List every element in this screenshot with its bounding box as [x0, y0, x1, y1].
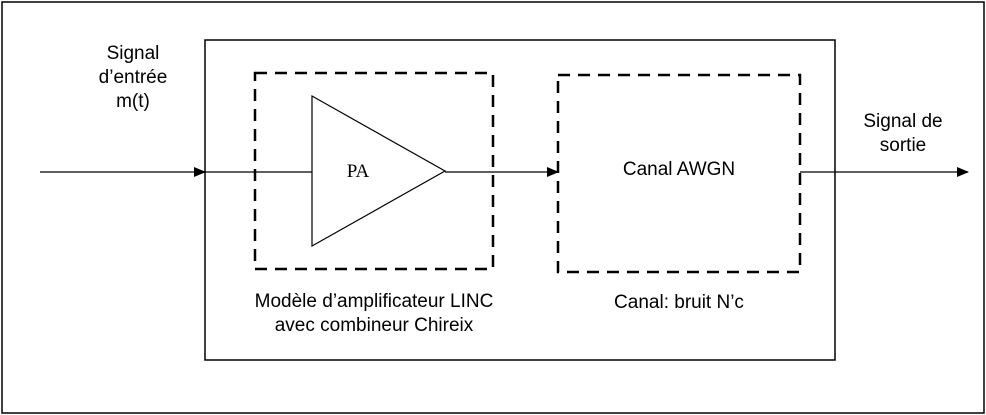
channel-caption: Canal: bruit N’c	[614, 292, 744, 313]
output-signal-line1: Signal de	[863, 111, 943, 132]
output-signal-label: Signal de sortie	[840, 110, 966, 158]
input-signal-line1: Signal	[106, 43, 160, 64]
system-block	[204, 39, 836, 361]
input-signal-label: Signal d’entrée m(t)	[78, 42, 188, 114]
amplifier-caption-line2: avec combineur Chireix	[274, 315, 474, 336]
amplifier-caption-line1: Modèle d’amplificateur LINC	[254, 291, 494, 312]
pa-label: PA	[346, 161, 370, 182]
channel-dashed-block	[556, 73, 802, 274]
input-signal-line3: m(t)	[116, 91, 150, 112]
amplifier-dashed-block	[253, 71, 495, 271]
input-signal-line2: d’entrée	[98, 67, 168, 88]
channel-box-label: Canal AWGN	[622, 159, 736, 180]
output-signal-line2: sortie	[879, 135, 927, 156]
amplifier-caption: Modèle d’amplificateur LINC avec combine…	[198, 290, 550, 338]
pa-triangle-icon	[311, 94, 447, 248]
